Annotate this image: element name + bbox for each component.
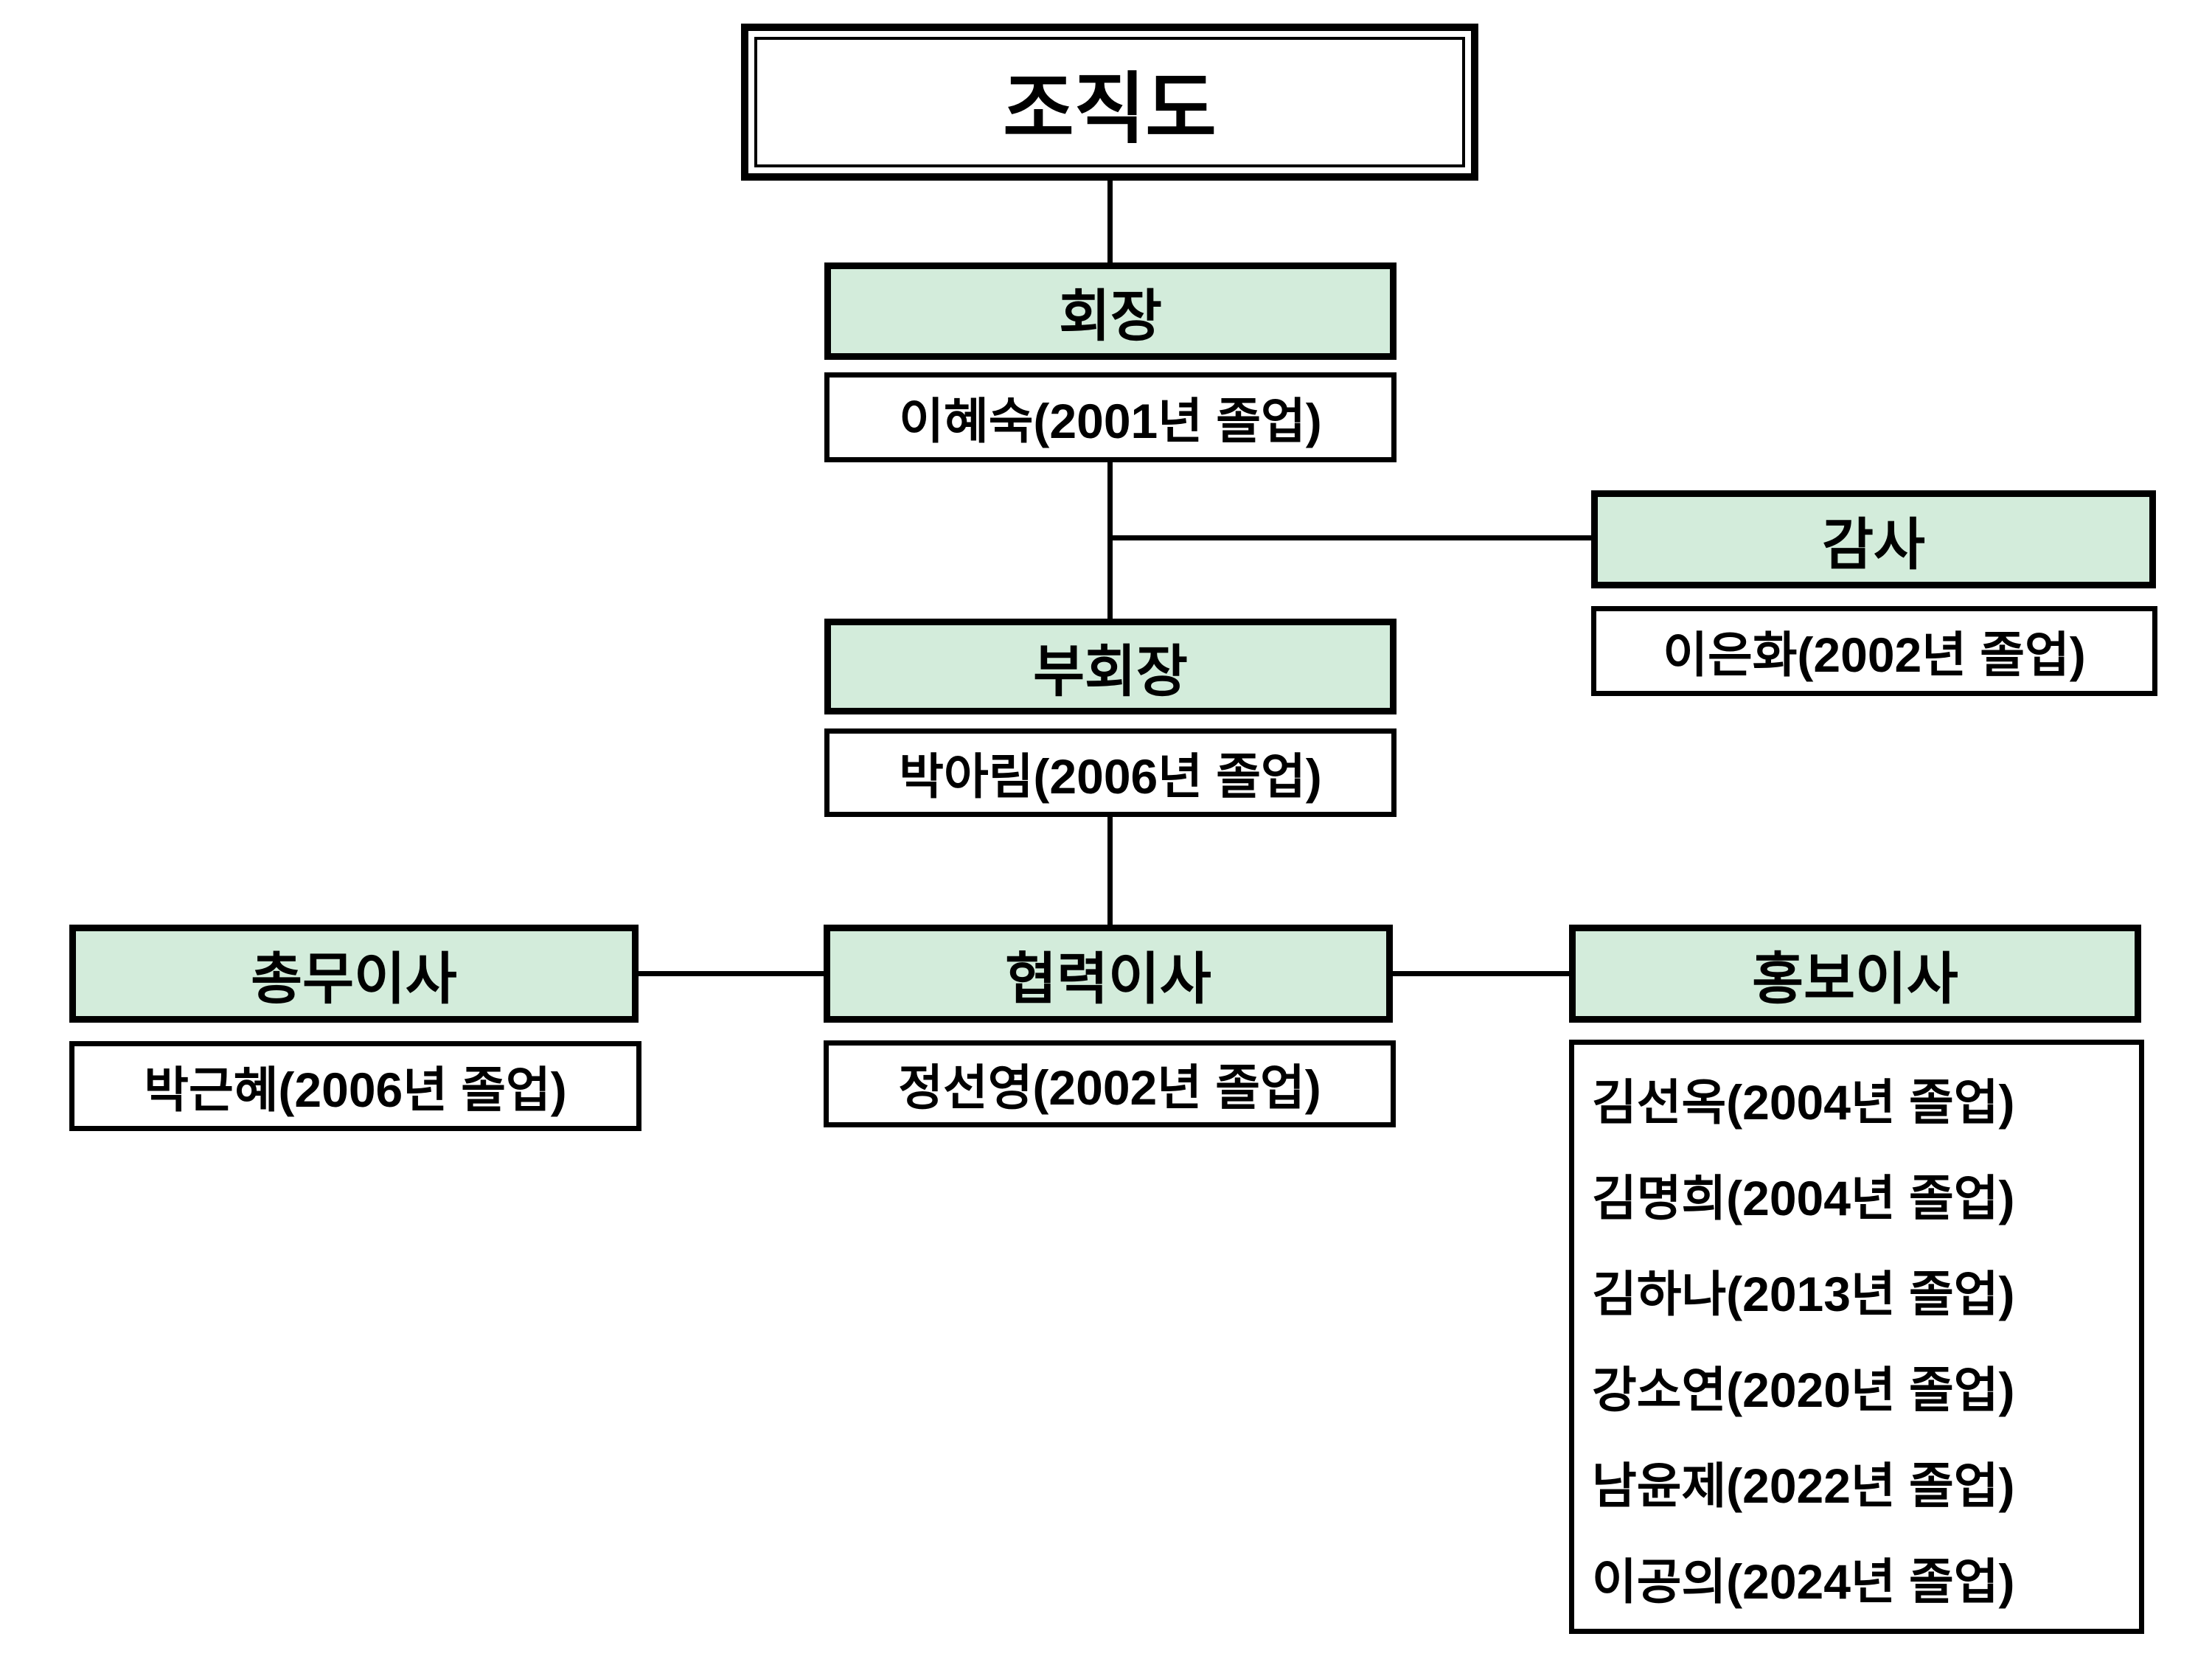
chairman-label: 회장 xyxy=(1059,285,1162,348)
pr-member-item: 강소연(2020년 졸업) xyxy=(1592,1363,2015,1417)
chairman-header-box: 회장 xyxy=(824,262,1397,360)
pr-member-item: 남윤제(2022년 졸업) xyxy=(1592,1458,2015,1513)
connector-title-chairman xyxy=(1107,181,1113,263)
pr-member-item: 김선옥(2004년 졸업) xyxy=(1592,1075,2015,1130)
vice-chairman-member: 박아림(2006년 졸업) xyxy=(899,749,1322,804)
pr-member-item: 김하나(2013년 졸업) xyxy=(1592,1267,2015,1321)
chart-title-box: 조직도 xyxy=(741,24,1478,181)
auditor-label: 감사 xyxy=(1822,513,1925,577)
general-affairs-member: 박근혜(2006년 졸업) xyxy=(144,1062,567,1117)
connector-chairman-vicechairman xyxy=(1107,462,1113,619)
cooperation-header-box: 협력이사 xyxy=(824,925,1393,1023)
connector-trunk-auditor xyxy=(1107,535,1591,540)
pr-member-item: 김명희(2004년 졸업) xyxy=(1592,1171,2015,1225)
pr-label: 홍보이사 xyxy=(1752,947,1958,1011)
vice-chairman-header-box: 부회장 xyxy=(824,619,1397,714)
pr-header-box: 홍보이사 xyxy=(1569,925,2141,1023)
vice-chairman-label: 부회장 xyxy=(1033,641,1188,703)
cooperation-member-box: 정선영(2002년 졸업) xyxy=(824,1040,1396,1127)
pr-member-list-box: 김선옥(2004년 졸업) 김명희(2004년 졸업) 김하나(2013년 졸업… xyxy=(1569,1040,2144,1634)
connector-cooperation-pr xyxy=(1393,971,1569,976)
connector-generalaffairs-cooperation xyxy=(639,971,824,976)
connector-vicechairman-cooperation xyxy=(1107,817,1113,925)
chairman-member: 이혜숙(2001년 졸업) xyxy=(899,394,1322,448)
general-affairs-header-box: 총무이사 xyxy=(69,925,639,1023)
cooperation-member: 정선영(2002년 졸업) xyxy=(898,1060,1321,1115)
vice-chairman-member-box: 박아림(2006년 졸업) xyxy=(824,728,1397,817)
cooperation-label: 협력이사 xyxy=(1005,947,1211,1011)
general-affairs-label: 총무이사 xyxy=(251,947,457,1011)
chairman-member-box: 이혜숙(2001년 졸업) xyxy=(824,372,1397,462)
pr-member-item: 이공의(2024년 졸업) xyxy=(1592,1554,2015,1609)
chart-title: 조직도 xyxy=(754,37,1465,167)
general-affairs-member-box: 박근혜(2006년 졸업) xyxy=(69,1041,641,1131)
auditor-member: 이은화(2002년 졸업) xyxy=(1663,627,2086,682)
auditor-header-box: 감사 xyxy=(1591,490,2156,588)
auditor-member-box: 이은화(2002년 졸업) xyxy=(1591,606,2157,696)
